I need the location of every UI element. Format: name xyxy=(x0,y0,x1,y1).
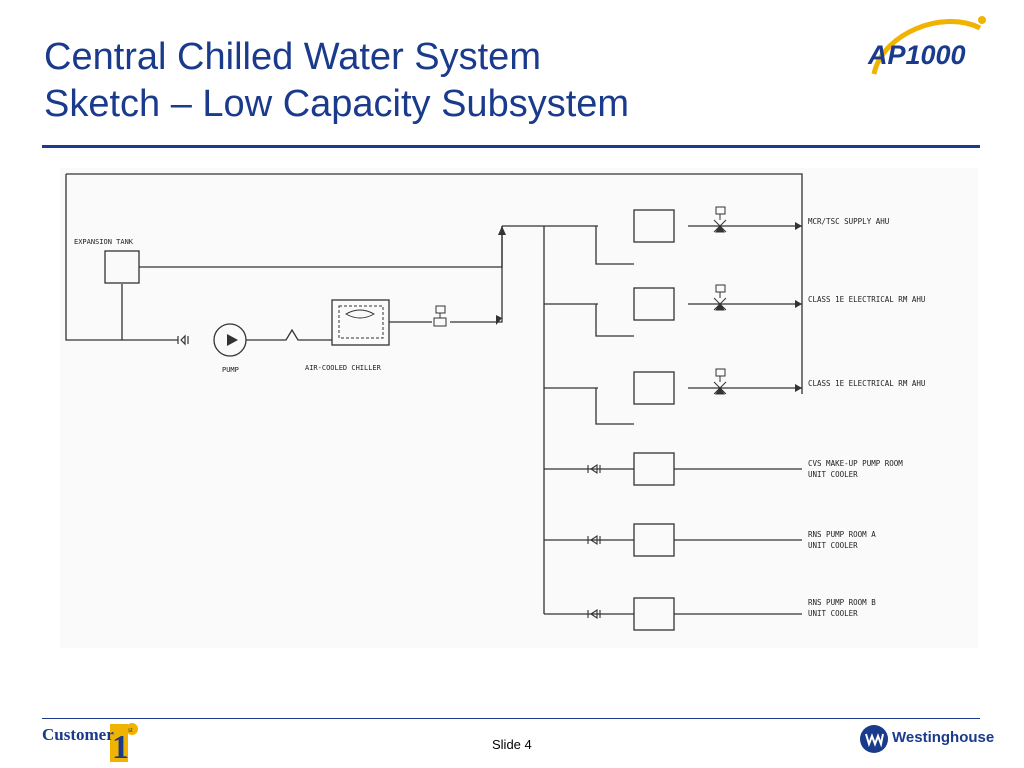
supply-riser xyxy=(450,226,503,323)
valve-3 xyxy=(713,368,727,395)
branch-4-label-line2: UNIT COOLER xyxy=(808,470,858,479)
coil-box-6 xyxy=(633,597,675,631)
pump-symbol xyxy=(213,323,247,357)
coil-box-3 xyxy=(633,371,675,405)
ap1000-logo-text: AP1000 xyxy=(867,40,966,70)
branch-2-label: CLASS 1E ELECTRICAL RM AHU xyxy=(808,295,925,304)
flow-arrow xyxy=(496,315,502,325)
coil-box-4 xyxy=(633,452,675,486)
title-line-1: Central Chilled Water System xyxy=(44,36,541,78)
isolation-valves xyxy=(587,463,601,620)
branch-6-label: RNS PUMP ROOM B xyxy=(808,598,876,607)
coil-box-2 xyxy=(633,287,675,321)
air-cooled-chiller xyxy=(331,299,390,346)
ap1000-logo: AP1000 xyxy=(867,16,986,75)
diagram-background xyxy=(60,168,978,648)
valve-5 xyxy=(587,534,601,546)
footer-divider xyxy=(42,718,980,719)
ahu-branches xyxy=(544,225,802,615)
branch-5-label: RNS PUMP ROOM A xyxy=(808,530,876,539)
branch-labels: MCR/TSC SUPPLY AHU CLASS 1E ELECTRICAL R… xyxy=(808,217,925,618)
branch-4-label: CVS MAKE-UP PUMP ROOM xyxy=(808,459,903,468)
pump-valve xyxy=(177,334,189,346)
branch-3-label: CLASS 1E ELECTRICAL RM AHU xyxy=(808,379,925,388)
pump-label: PUMP xyxy=(222,366,239,374)
westinghouse-w-icon xyxy=(865,733,884,748)
flow-arrow xyxy=(498,226,506,235)
valve-2 xyxy=(713,284,727,311)
chiller-outlet-valve xyxy=(433,305,447,327)
chiller-fan xyxy=(345,309,375,319)
westinghouse-logo-text: Westinghouse xyxy=(892,729,995,746)
branch-6-label-line2: UNIT COOLER xyxy=(808,609,858,618)
chiller-label: AIR-COOLED CHILLER xyxy=(305,364,382,372)
valve-6 xyxy=(587,608,601,620)
expansion-tank-label: EXPANSION TANK xyxy=(74,238,134,246)
valve-1 xyxy=(713,206,727,233)
pipe-lines xyxy=(65,173,803,614)
branch-3-pipe xyxy=(544,387,802,425)
logo-swoosh xyxy=(871,19,982,75)
return-header-top xyxy=(66,173,803,394)
title-line-2: Sketch – Low Capacity Subsystem xyxy=(44,83,630,125)
three-way-valves xyxy=(713,206,727,395)
westinghouse-logo xyxy=(860,725,888,753)
branch-1-label: MCR/TSC SUPPLY AHU xyxy=(808,217,889,226)
branch-1-pipe xyxy=(544,225,802,265)
coil-box-1 xyxy=(633,209,675,243)
title-divider xyxy=(42,145,980,148)
slide-number: Slide 4 xyxy=(492,737,532,752)
pump-discharge-line xyxy=(246,328,332,341)
return-arrows xyxy=(795,222,802,392)
return-line-left xyxy=(65,174,178,341)
logo-dot xyxy=(978,16,986,24)
chiller-coil xyxy=(338,305,384,339)
expansion-tank xyxy=(104,250,140,284)
logo-superscript-badge xyxy=(126,723,138,735)
customer-first-logo: 1 st xyxy=(110,723,138,765)
customer-logo-numeral: 1 xyxy=(112,729,129,765)
customer-logo-text: Customer xyxy=(42,725,114,744)
customer-logo-superscript: st xyxy=(128,728,133,734)
coil-boxes xyxy=(633,209,675,631)
logo-numeral-block xyxy=(110,724,128,762)
valve-4 xyxy=(587,463,601,475)
pump-arrow xyxy=(227,334,238,346)
coil-box-5 xyxy=(633,523,675,557)
slide-title: Central Chilled Water System Sketch – Lo… xyxy=(44,34,629,128)
chilled-water-diagram: EXPANSION TANK PUMP AIR-COOLED CHILLER xyxy=(60,168,978,648)
branch-5-label-line2: UNIT COOLER xyxy=(808,541,858,550)
branch-2-pipe xyxy=(544,303,802,337)
